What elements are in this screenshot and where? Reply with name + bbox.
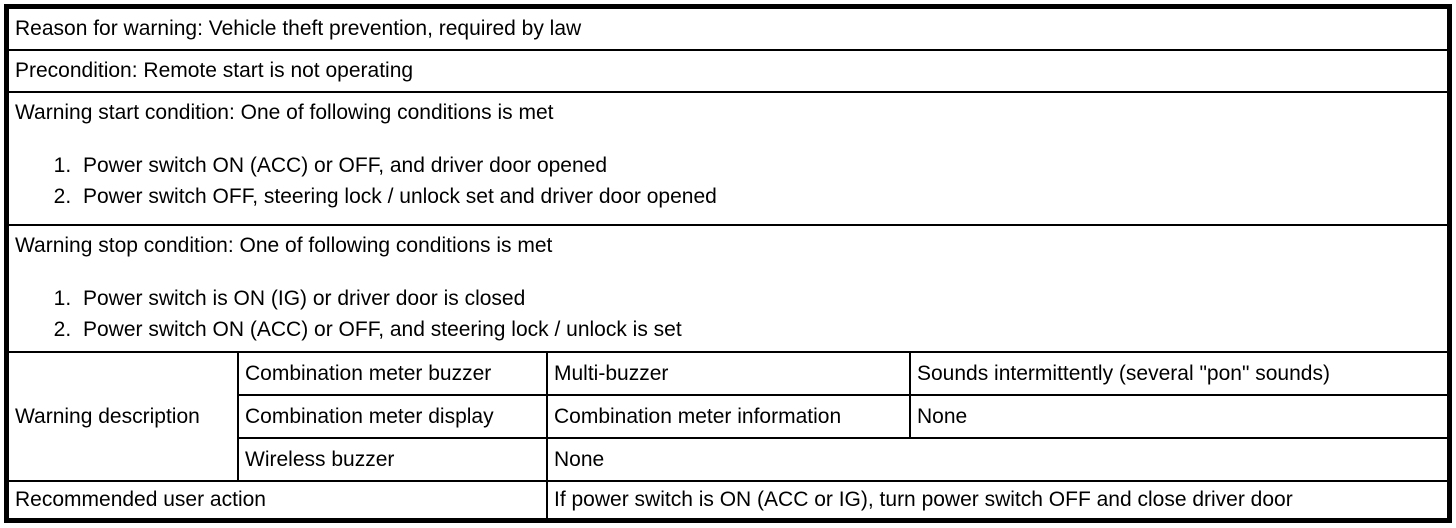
combination-meter-information-cell: Combination meter information [546, 394, 911, 439]
multi-buzzer-cell: Multi-buzzer [546, 351, 911, 396]
warning-start-list: Power switch ON (ACC) or OFF, and driver… [15, 150, 1441, 212]
table-outer-frame: Reason for warning: Vehicle theft preven… [4, 4, 1452, 523]
wireless-buzzer-cell: Wireless buzzer [237, 437, 548, 482]
reason-row: Reason for warning: Vehicle theft preven… [7, 7, 1449, 51]
recommended-action-label-cell: Recommended user action [7, 480, 548, 520]
warning-start-cell: Warning start condition: One of followin… [7, 91, 1449, 226]
combination-meter-display-cell: Combination meter display [237, 394, 548, 439]
warning-start-row: Warning start condition: One of followin… [7, 91, 1449, 226]
precondition-row: Precondition: Remote start is not operat… [7, 49, 1449, 93]
warning-stop-item: Power switch ON (ACC) or OFF, and steeri… [77, 314, 1441, 345]
reason-cell: Reason for warning: Vehicle theft preven… [7, 7, 1449, 51]
warning-stop-heading: Warning stop condition: One of following… [15, 234, 553, 257]
wireless-buzzer-behavior-cell: None [546, 437, 1449, 482]
warning-description-row-display: Combination meter display Combination me… [8, 394, 1449, 439]
warning-description-row-wireless: Wireless buzzer None [8, 437, 1449, 482]
recommended-action-value-cell: If power switch is ON (ACC or IG), turn … [546, 480, 1449, 520]
warning-start-item: Power switch ON (ACC) or OFF, and driver… [77, 150, 1441, 181]
precondition-cell: Precondition: Remote start is not operat… [7, 49, 1449, 93]
warning-start-item: Power switch OFF, steering lock / unlock… [77, 181, 1441, 212]
combination-meter-buzzer-cell: Combination meter buzzer [237, 351, 548, 396]
warning-spec-table: Reason for warning: Vehicle theft preven… [7, 7, 1449, 520]
warning-start-heading: Warning start condition: One of followin… [15, 101, 554, 124]
display-behavior-cell: None [909, 394, 1449, 439]
warning-stop-list: Power switch is ON (IG) or driver door i… [15, 283, 1441, 345]
recommended-action-row: Recommended user action If power switch … [7, 480, 1449, 520]
buzzer-behavior-cell: Sounds intermittently (several "pon" sou… [909, 351, 1449, 396]
warning-stop-row: Warning stop condition: One of following… [7, 224, 1449, 353]
warning-description-row-buzzer: Warning description Combination meter bu… [7, 351, 1449, 482]
warning-stop-cell: Warning stop condition: One of following… [7, 224, 1449, 353]
warning-stop-item: Power switch is ON (IG) or driver door i… [77, 283, 1441, 314]
warning-description-label-cell: Warning description [7, 351, 239, 482]
